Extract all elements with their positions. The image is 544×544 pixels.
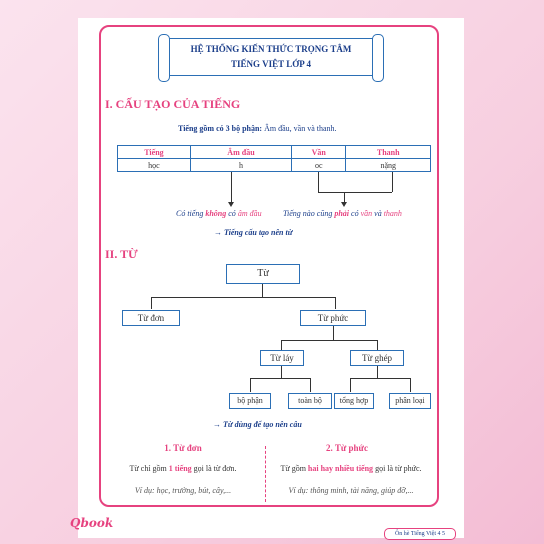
connector-line (344, 192, 345, 204)
tree-connector (410, 378, 411, 392)
header-cell: Tiếng (117, 145, 191, 159)
tree-node-tu-don: Từ đơn (122, 310, 180, 326)
syllable-table: Tiếng Âm đầu Vần Thanh học h oc nặng (117, 145, 431, 172)
title-scroll: HỆ THỐNG KIẾN THỨC TRỌNG TÂM TIẾNG VIỆT … (158, 34, 384, 82)
tree-connector (151, 297, 335, 298)
col1-example: Ví dụ: học, trường, bút, cây,... (134, 486, 232, 495)
intro-bold: Tiếng gồm có 3 bộ phận: (178, 124, 263, 133)
connector-line (318, 172, 319, 192)
arrow-down-icon (341, 202, 347, 207)
intro-rest: Âm đầu, vần và thanh. (262, 124, 337, 133)
connector-line (318, 192, 392, 193)
col2-title: 2. Từ phức (326, 443, 368, 453)
tree-node-tu-phuc: Từ phức (300, 310, 366, 326)
note-emph: không (205, 209, 227, 218)
column-divider (265, 446, 266, 502)
arrow-down-icon (228, 202, 234, 207)
section-1-heading: I. CẤU TẠO CỦA TIẾNG (105, 97, 241, 111)
tree-node-tu-lay: Từ láy (260, 350, 304, 366)
section-1-intro: Tiếng gồm có 3 bộ phận: Âm đầu, vần và t… (178, 124, 337, 133)
title-line-1: HỆ THỐNG KIẾN THỨC TRỌNG TÂM (190, 44, 352, 54)
def-text: gọi là từ đơn. (191, 464, 237, 473)
section-1-conclusion: → Tiếng cấu tạo nên từ (214, 228, 293, 237)
def-text: gọi là từ phức. (373, 464, 422, 473)
value-cell: oc (291, 158, 347, 172)
tree-connector (333, 326, 334, 340)
footer-label: Ôn hè Tiếng Việt 4 (394, 531, 441, 537)
value-cell: h (189, 158, 293, 172)
tree-node-toan-bo: toàn bộ (288, 393, 332, 409)
connector-line (231, 172, 232, 204)
value-cell: học (117, 158, 191, 172)
page-footer-badge: Ôn hè Tiếng Việt 4 5 (384, 528, 456, 540)
tree-connector (377, 340, 378, 350)
note-text: có (226, 209, 238, 218)
tree-connector (350, 378, 410, 379)
tree-connector (310, 378, 311, 392)
table-header-row: Tiếng Âm đầu Vần Thanh (117, 145, 431, 159)
brand-logo: Qbook (70, 516, 114, 530)
header-cell: Thanh (345, 145, 431, 159)
col1-title: 1. Từ đơn (164, 443, 202, 453)
note-text: Tiếng nào cũng (283, 209, 335, 218)
tree-connector (281, 340, 377, 341)
tree-connector (151, 297, 152, 309)
tree-connector (281, 340, 282, 350)
def-text: Từ gồm (280, 464, 308, 473)
note-emph: phải (334, 209, 350, 218)
def-text: Từ chỉ gồm (129, 464, 169, 473)
def-emph: 1 tiếng (168, 464, 192, 473)
header-cell: Vần (291, 145, 347, 159)
tree-root-tu: Từ (226, 264, 300, 284)
note-text: Có tiếng (176, 209, 206, 218)
value-cell: nặng (345, 158, 431, 172)
note-text: có (349, 209, 361, 218)
note-text: và (372, 209, 384, 218)
tree-node-phan-loai: phân loại (389, 393, 431, 409)
header-cell: Âm đầu (189, 145, 293, 159)
tree-connector (281, 366, 282, 378)
connector-line (392, 172, 393, 192)
table-row: học h oc nặng (117, 158, 431, 172)
tree-node-tong-hop: tổng hợp (334, 393, 374, 409)
tree-connector (262, 284, 263, 297)
note-rhyme-tone: Tiếng nào cũng phải có vần và thanh (283, 209, 402, 218)
content-frame (99, 25, 439, 507)
section-2-conclusion: → Từ dùng để tạo nên câu (213, 420, 302, 429)
tree-connector (350, 378, 351, 392)
note-emph: vần (360, 209, 373, 218)
col2-example: Ví dụ: thông minh, tài năng, giúp đỡ,... (288, 486, 414, 495)
note-no-initial: Có tiếng không có âm đầu (176, 209, 262, 218)
col1-definition: Từ chỉ gồm 1 tiếng gọi là từ đơn. (108, 464, 258, 473)
title-line-2: TIẾNG VIỆT LỚP 4 (231, 59, 311, 69)
tree-connector (377, 366, 378, 378)
page-number: 5 (442, 531, 446, 537)
note-emph: âm đầu (237, 209, 262, 218)
tree-node-tu-ghep: Từ ghép (350, 350, 404, 366)
section-2-heading: II. TỪ (105, 247, 138, 261)
col2-definition: Từ gồm hai hay nhiều tiếng gọi là từ phứ… (268, 464, 434, 473)
def-emph: hai hay nhiều tiếng (307, 464, 374, 473)
tree-connector (250, 378, 251, 392)
note-emph: thanh (383, 209, 402, 218)
tree-connector (335, 297, 336, 309)
tree-connector (250, 378, 310, 379)
tree-node-bo-phan: bộ phận (229, 393, 271, 409)
